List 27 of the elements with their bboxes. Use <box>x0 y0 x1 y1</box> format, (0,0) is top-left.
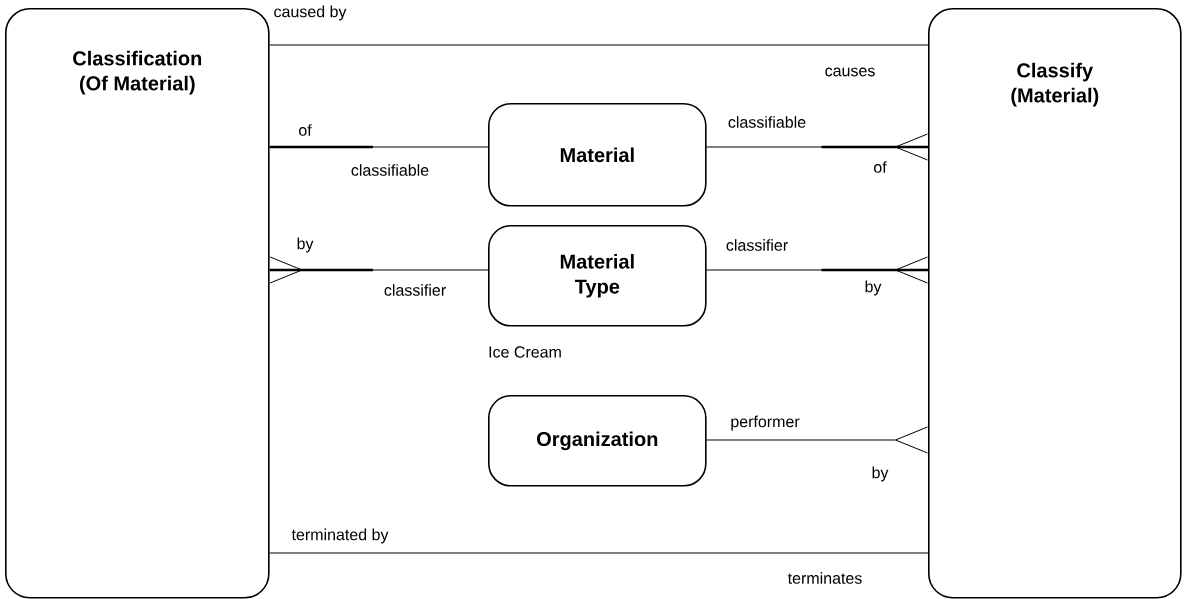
relationship-line <box>269 552 929 554</box>
role-label: classifiable <box>351 164 429 176</box>
relationship-line <box>269 44 929 46</box>
role-label: classifiable <box>728 116 806 128</box>
entity-box: Classification (Of Material) <box>5 8 270 599</box>
entity-box: Material Type <box>488 225 707 327</box>
entity-box: Organization <box>488 395 707 487</box>
role-label: of <box>874 161 887 173</box>
role-label: classifier <box>384 284 446 296</box>
entity-example: Ice Cream <box>489 346 561 358</box>
role-label: by <box>872 466 889 482</box>
relationship-line <box>269 256 489 284</box>
role-label: performer <box>731 415 800 431</box>
relationship-line <box>269 145 489 149</box>
role-label: causes <box>825 67 875 77</box>
entity-box: Material <box>488 103 707 207</box>
role-label: by <box>865 280 882 296</box>
role-label: terminates <box>787 572 862 584</box>
role-label: classifier <box>726 239 788 251</box>
relationship-line <box>706 256 928 284</box>
role-label: terminated by <box>291 528 389 544</box>
role-label: caused by <box>274 5 347 21</box>
relationship-line <box>706 133 928 161</box>
entity-box: Classify (Material) <box>928 8 1182 599</box>
relationship-line <box>706 426 928 454</box>
role-label: of <box>299 124 312 136</box>
role-label: by <box>297 237 314 253</box>
